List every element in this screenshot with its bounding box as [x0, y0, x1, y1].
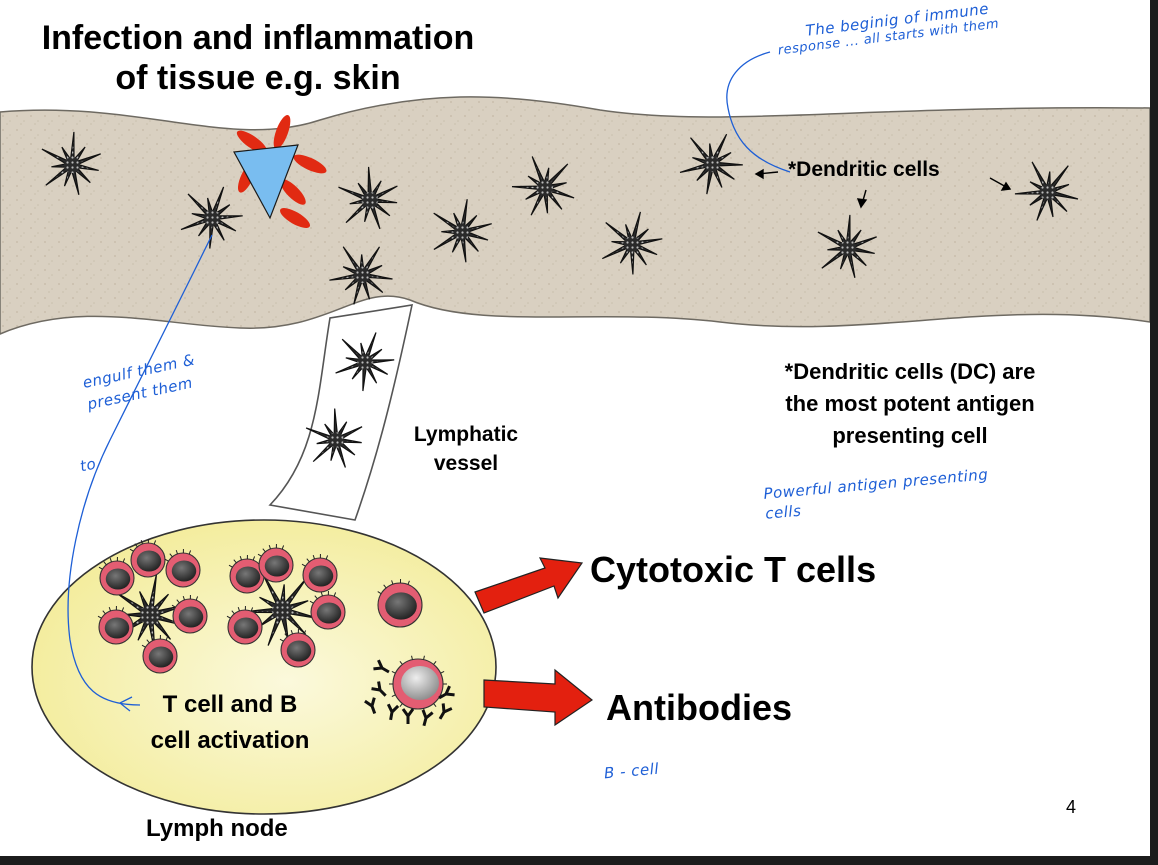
lymphocyte-1: [98, 556, 135, 596]
dendritic-cell-1: [41, 131, 101, 195]
handwritten-strokes: [67, 51, 791, 712]
cytotoxic-t-cells-label: Cytotoxic T cells: [590, 549, 877, 590]
title-line-1: Infection and inflammation: [41, 19, 475, 57]
dendritic-cells-label: *Dendritic cells: [788, 158, 940, 181]
lymphocyte-6: [171, 594, 208, 634]
dendritic-cell-8: [679, 133, 743, 195]
dendritic-cell-5: [433, 199, 492, 263]
tissue-band: [0, 96, 1150, 335]
antigen-triangle: [233, 144, 299, 220]
dendritic-cells: [41, 131, 1079, 468]
dc-note-line-1: *Dendritic cells (DC) are: [784, 359, 1036, 384]
slide-title: Infection and inflammation of tissue e.g…: [8, 18, 508, 98]
activation-line-2: cell activation: [150, 727, 310, 754]
dc-note-line-2: the most potent antigen: [785, 391, 1035, 416]
lymphocytes: [97, 538, 455, 727]
antibody-8: [371, 681, 387, 697]
b-cell: [389, 655, 447, 713]
lymphatic-label-line-1: Lymphatic: [413, 423, 519, 446]
title-line-2: of tissue e.g. skin: [115, 59, 401, 97]
lymphocyte-5: [141, 634, 178, 674]
lymphocyte-8: [257, 543, 294, 583]
dendritic-cell-9: [817, 214, 877, 278]
pathogen-group: [233, 114, 327, 228]
lymphatic-vessel: [268, 304, 414, 521]
antibodies-label: Antibodies: [606, 687, 792, 728]
antibody-6: [438, 703, 453, 720]
dendritic-cell-12: [305, 408, 363, 468]
dendritic-cell-2: [180, 186, 243, 249]
activation-label: T cell and B cell activation: [110, 687, 350, 759]
dendritic-cell-11: [335, 332, 395, 392]
dendritic-cell-4: [329, 246, 393, 305]
node-dendritic-cell-2: [240, 572, 320, 646]
lymphocyte-11: [279, 628, 316, 668]
antibody-4: [401, 708, 415, 724]
lymphocyte-12: [309, 590, 346, 630]
activation-line-1: T cell and B: [162, 691, 298, 718]
lymphocyte-13: [377, 578, 423, 628]
arrow-to-cytotoxic: [474, 557, 584, 614]
antibody-3: [386, 703, 400, 721]
page-number: 4: [1066, 797, 1077, 817]
dendritic-cell-3: [338, 166, 398, 230]
lymphocyte-4: [97, 605, 134, 645]
dendritic-cell-6: [511, 156, 575, 216]
antibody-7: [438, 685, 455, 700]
label-arrows: [754, 168, 1012, 209]
lymphocyte-9: [301, 553, 338, 593]
dc-note-line-3: presenting cell: [832, 423, 988, 448]
antibody-5: [421, 709, 434, 727]
dc-note: *Dendritic cells (DC) are the most poten…: [730, 356, 1090, 452]
lymphatic-label-line-2: vessel: [433, 452, 499, 475]
lymphocyte-3: [164, 548, 201, 588]
arrow-to-antibodies: [483, 668, 594, 727]
dendritic-cell-7: [602, 211, 663, 275]
handwritten-note-to: to: [78, 454, 98, 476]
dendritic-cell-10: [1014, 161, 1079, 221]
antibody-2: [364, 697, 377, 715]
antibody-1: [373, 659, 390, 674]
lymph-node-label: Lymph node: [146, 815, 288, 842]
lymphocyte-10: [226, 605, 263, 645]
lymphocyte-2: [129, 538, 166, 578]
lymphocyte-7: [228, 554, 265, 594]
lymphatic-vessel-label: Lymphatic vessel: [386, 420, 546, 478]
